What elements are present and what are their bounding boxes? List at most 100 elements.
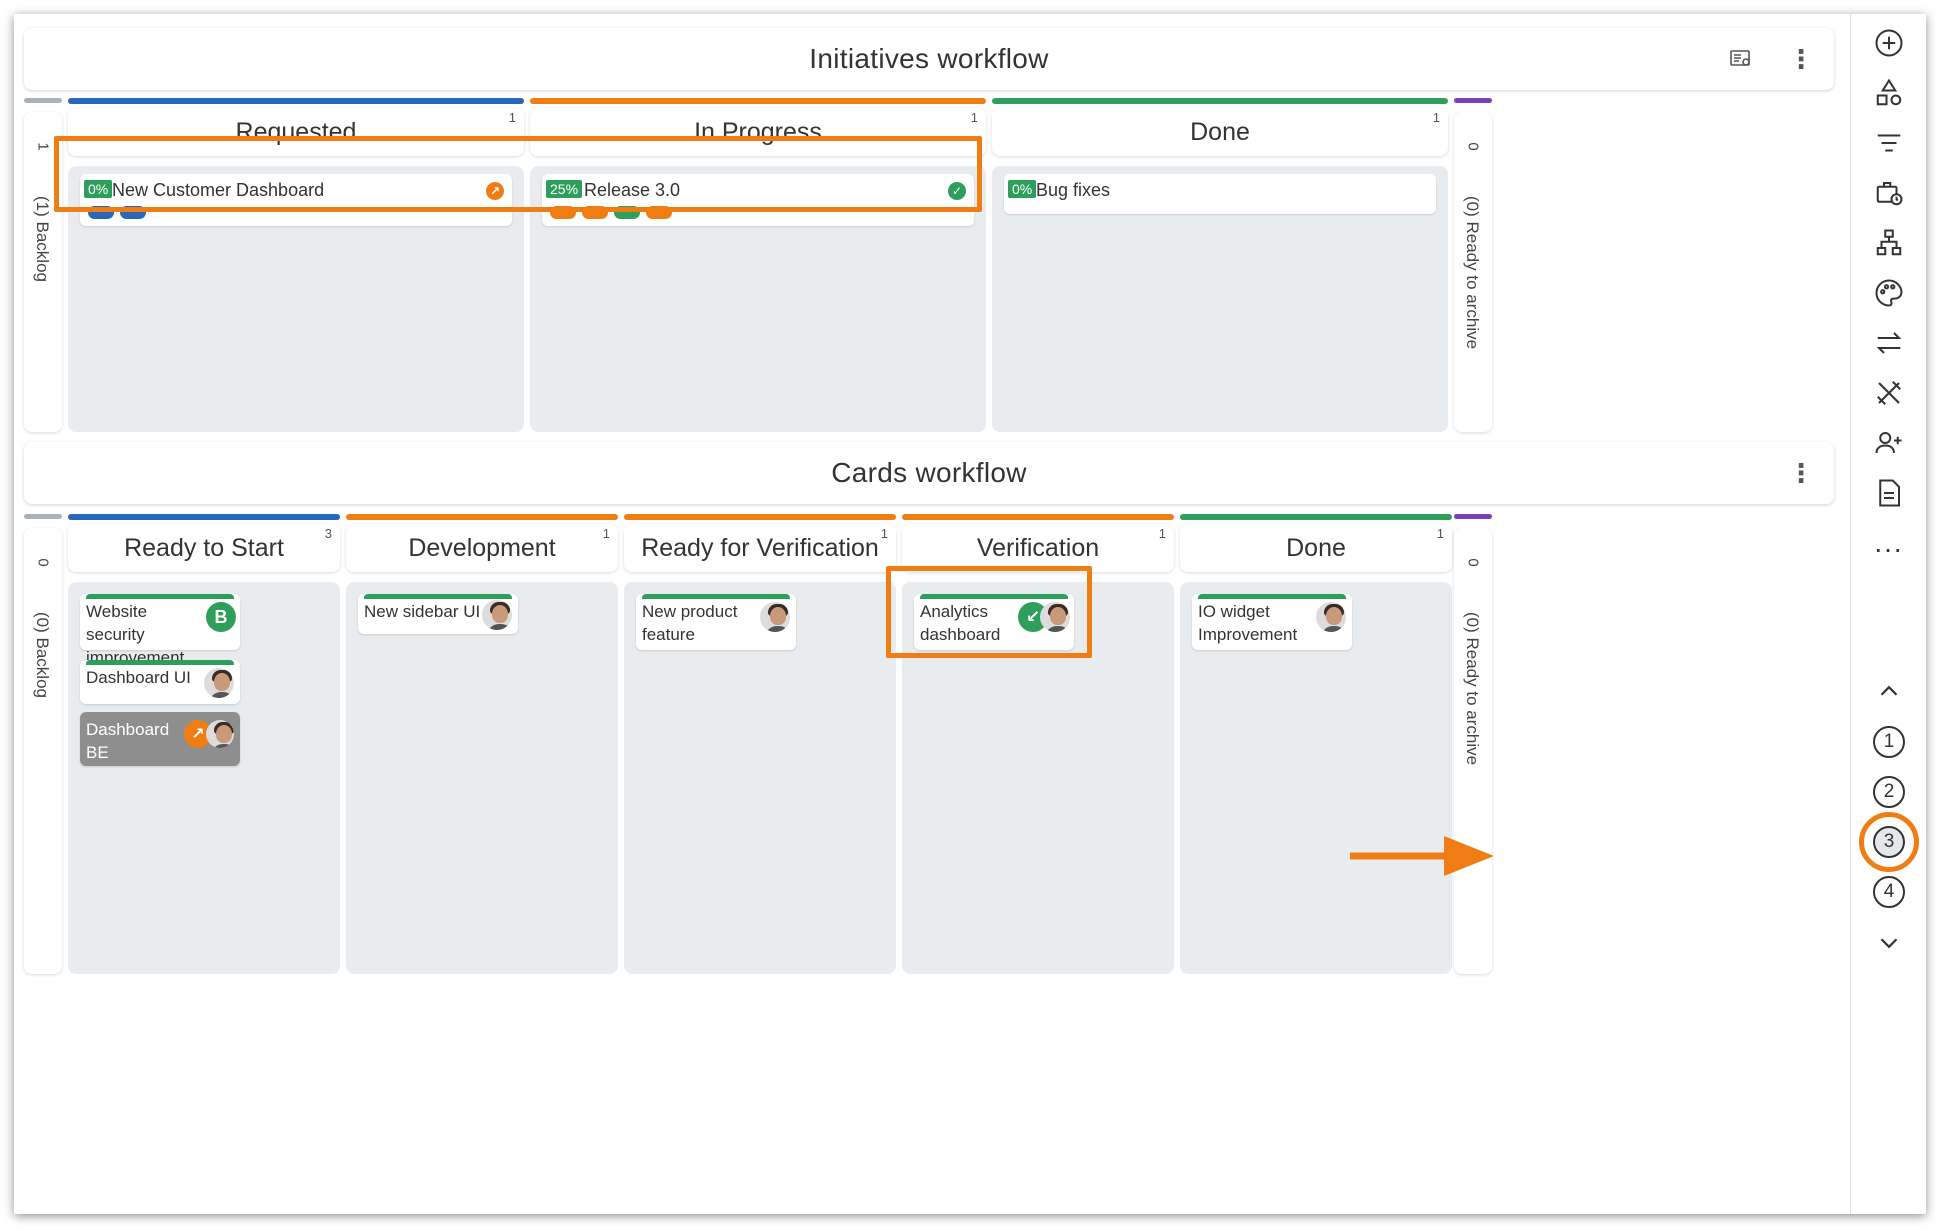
column-header[interactable]: Development 1 [346, 524, 618, 572]
pill [614, 206, 640, 219]
column-title: Ready to Start [124, 533, 284, 562]
pill [120, 206, 146, 219]
column-count: 1 [1436, 526, 1444, 541]
avatar [206, 720, 234, 748]
card[interactable]: Analytics dashboard ↙ [914, 594, 1074, 650]
column-body: 25% Release 3.0 ✓ [530, 166, 986, 432]
backlog-bar [24, 514, 62, 519]
initiatives-menu-icon[interactable]: ⋮ [1788, 44, 1814, 74]
board-settings-icon[interactable] [1728, 46, 1754, 72]
card-title: New sidebar UI [364, 602, 481, 621]
filter-icon[interactable] [1872, 126, 1906, 160]
cards-archive-lane[interactable]: 0 (0) Ready to archive [1454, 514, 1492, 974]
column-body: New sidebar UI [346, 582, 618, 974]
card[interactable]: New sidebar UI [358, 594, 518, 634]
column-count: 1 [508, 110, 516, 125]
more-icon[interactable]: ... [1874, 527, 1904, 558]
card-title: Bug fixes [1036, 180, 1111, 200]
assignee-initial: B [206, 602, 236, 632]
column-title: Verification [976, 533, 1100, 562]
archive-bar [1454, 514, 1492, 519]
level-1-button[interactable]: 1 [1873, 726, 1905, 758]
column-requested: Requested 1 0% New Customer Dashboard ↗ [68, 98, 524, 432]
progress-badge: 0% [84, 180, 113, 198]
avatar [1316, 602, 1346, 632]
column-count: 1 [880, 526, 888, 541]
card-title: Dashboard BE [86, 720, 170, 762]
column-bar [624, 514, 896, 520]
backlog-count: 1 [34, 142, 52, 151]
column-header[interactable]: Done 1 [992, 108, 1448, 156]
column-bar [1180, 514, 1452, 520]
cards-menu-icon[interactable]: ⋮ [1788, 458, 1814, 488]
check-icon: ✓ [948, 182, 966, 200]
column-body: 0% Bug fixes [992, 166, 1448, 432]
column-body: 0% New Customer Dashboard ↗ [68, 166, 524, 432]
annotation-arrow [1350, 836, 1494, 876]
card-title: Release 3.0 [584, 180, 681, 200]
initiative-card[interactable]: 0% New Customer Dashboard ↗ [80, 174, 512, 226]
card-title: New Customer Dashboard [112, 180, 325, 200]
archive-count: 0 [1464, 558, 1482, 567]
card[interactable]: New product feature [636, 594, 796, 650]
card[interactable]: Dashboard UI [80, 660, 240, 704]
column-header[interactable]: Requested 1 [68, 108, 524, 156]
board-area: Initiatives workflow ⋮ 1 (1) Backlog Req… [14, 14, 1850, 1214]
initiatives-title-bar: Initiatives workflow ⋮ [24, 28, 1834, 90]
column-bar [902, 514, 1174, 520]
document-icon[interactable] [1872, 476, 1906, 510]
chevron-down-icon[interactable] [1872, 926, 1906, 960]
pill [646, 206, 672, 219]
card-title: New product feature [642, 602, 738, 644]
child-pills [88, 206, 146, 219]
cards-title: Cards workflow [831, 457, 1027, 488]
column-header[interactable]: In Progress 1 [530, 108, 986, 156]
avatar [760, 602, 790, 632]
initiatives-archive-lane[interactable]: 0 (0) Ready to archive [1454, 98, 1492, 432]
add-user-icon[interactable] [1872, 426, 1906, 460]
column-body: IO widget Improvement [1180, 582, 1452, 974]
pill [88, 206, 114, 219]
swap-icon[interactable] [1872, 326, 1906, 360]
add-circle-icon[interactable] [1872, 26, 1906, 60]
card-stripe [1198, 594, 1346, 599]
chevron-up-icon[interactable] [1872, 674, 1906, 708]
initiative-card[interactable]: 0% Bug fixes [1004, 174, 1436, 214]
hierarchy-icon[interactable] [1872, 226, 1906, 260]
column-count: 1 [602, 526, 610, 541]
pill [550, 206, 576, 219]
arrow-up-right-icon: ↗ [184, 720, 212, 748]
archive-label: (0) Ready to archive [1463, 612, 1482, 766]
column-title: In Progress [694, 117, 822, 146]
column-count: 1 [970, 110, 978, 125]
column-header[interactable]: Ready for Verification 1 [624, 524, 896, 572]
card-title: Analytics dashboard [920, 602, 1001, 644]
column-header[interactable]: Done 1 [1180, 524, 1452, 572]
backlog-count: 0 [34, 558, 52, 567]
avatar [1040, 602, 1070, 632]
tools-icon[interactable] [1872, 376, 1906, 410]
column-development: Development 1 New sidebar UI [346, 514, 618, 974]
column-ready-for-verification: Ready for Verification 1 New product fea… [624, 514, 896, 974]
card[interactable]: IO widget Improvement [1192, 594, 1352, 650]
shapes-icon[interactable] [1872, 76, 1906, 110]
initiatives-title: Initiatives workflow [809, 43, 1049, 74]
initiative-card[interactable]: 25% Release 3.0 ✓ [542, 174, 974, 226]
initiatives-backlog-lane[interactable]: 1 (1) Backlog [24, 98, 62, 432]
card-title: Website security improvement [86, 602, 185, 667]
cards-title-bar: Cards workflow ⋮ [24, 442, 1834, 504]
column-title: Ready for Verification [641, 533, 879, 562]
level-4-button[interactable]: 4 [1873, 876, 1905, 908]
card[interactable]: Website security improvement B [80, 594, 240, 667]
cards-backlog-lane[interactable]: 0 (0) Backlog [24, 514, 62, 974]
arrow-up-right-icon: ↗ [486, 182, 504, 200]
level-2-button[interactable]: 2 [1873, 776, 1905, 808]
column-header[interactable]: Verification 1 [902, 524, 1174, 572]
card-stripe [642, 594, 790, 599]
column-header[interactable]: Ready to Start 3 [68, 524, 340, 572]
card[interactable]: Dashboard BE ↗ [80, 712, 240, 766]
backlog-label: (1) Backlog [33, 196, 52, 282]
briefcase-clock-icon[interactable] [1872, 176, 1906, 210]
column-title: Done [1286, 533, 1346, 562]
palette-icon[interactable] [1872, 276, 1906, 310]
